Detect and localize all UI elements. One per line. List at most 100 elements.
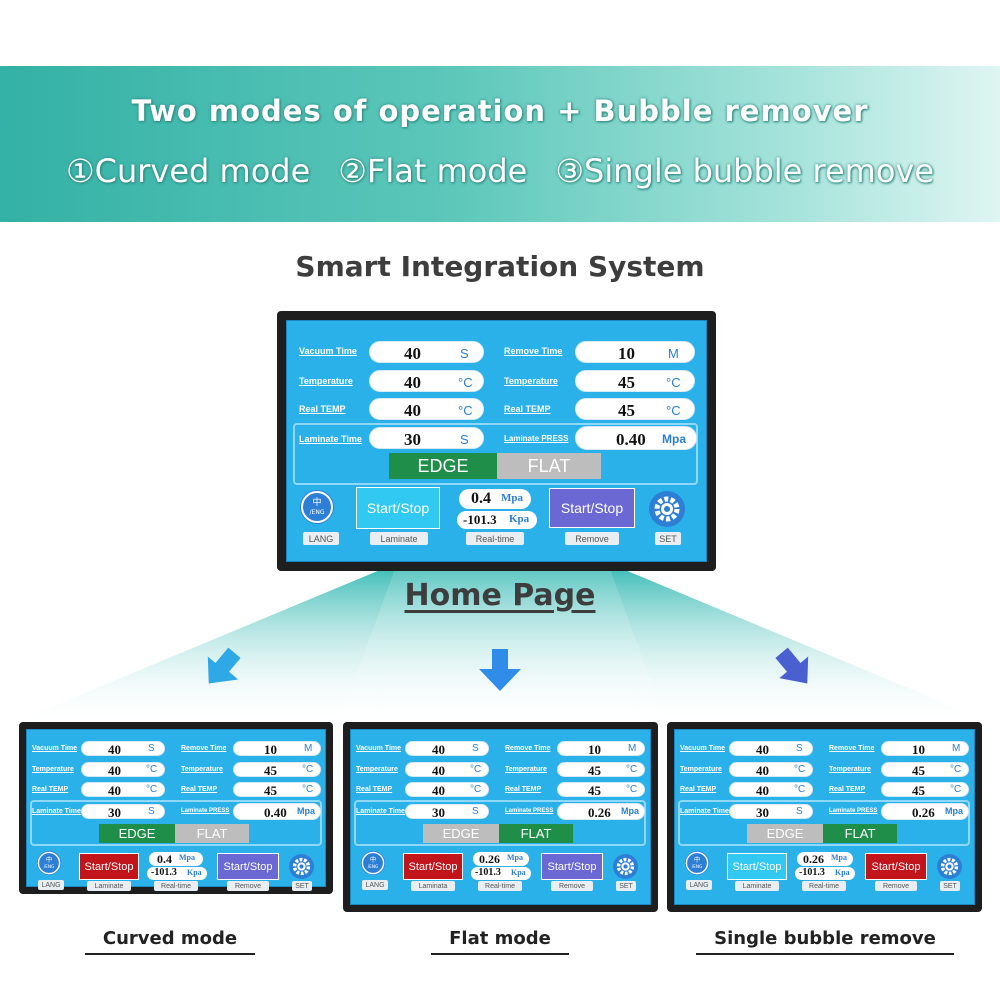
single-panel: Vacuum Time 40 S Remove Time 10 M Temper… — [674, 729, 975, 905]
real-temp-field: 40 °C — [405, 782, 489, 798]
laminate-caption: Laminate — [735, 881, 779, 891]
laminate-group — [293, 423, 698, 485]
real-temp-field: 40 °C — [369, 398, 484, 420]
laminate-press-field[interactable]: 0.40 Mpa — [575, 426, 697, 450]
vacuum-time-field[interactable]: 40 S — [81, 741, 165, 757]
laminate-time-label: Laminate Time — [680, 808, 729, 815]
realtime-press-field: 0.26 Mpa — [473, 852, 529, 866]
edge-option[interactable]: EDGE — [389, 453, 497, 479]
temperature-field[interactable]: 40 °C — [729, 762, 813, 778]
remove-time-field[interactable]: 10 M — [233, 741, 321, 757]
remove-start-stop-button[interactable]: Start/Stop — [541, 853, 603, 880]
laminate-start-stop-button[interactable]: Start/Stop — [356, 487, 440, 529]
remove-time-field[interactable]: 10 M — [557, 741, 645, 757]
vacuum-time-field[interactable]: 40 S — [369, 341, 484, 363]
realtime-vacuum-field: -101.3 Kpa — [795, 867, 855, 880]
realtime-press-field: 0.26 Mpa — [797, 852, 853, 866]
real-temp-field: 40 °C — [81, 782, 165, 798]
laminate-press-field[interactable]: 0.26 Mpa — [881, 803, 969, 820]
edge-flat-toggle[interactable]: EDGE FLAT — [423, 824, 573, 843]
edge-flat-toggle[interactable]: EDGE FLAT — [99, 824, 249, 843]
vacuum-time-label: Vacuum Time — [32, 745, 78, 752]
svg-text:中: 中 — [370, 855, 376, 864]
remove-start-stop-button[interactable]: Start/Stop — [549, 488, 635, 528]
lang-caption: LANG — [686, 880, 712, 890]
laminate-group — [30, 800, 322, 846]
flat-option[interactable]: FLAT — [823, 824, 897, 843]
temperature-label: Temperature — [299, 376, 353, 386]
realtime-caption: Real-time — [466, 532, 524, 545]
edge-option[interactable]: EDGE — [423, 824, 499, 843]
remove-caption: Remove — [565, 532, 619, 545]
laminate-time-field[interactable]: 30 S — [405, 804, 489, 820]
real-temp-label: Real TEMP — [32, 786, 69, 793]
remove-start-stop-button[interactable]: Start/Stop — [865, 853, 927, 880]
svg-text:中: 中 — [694, 855, 700, 864]
gear-icon[interactable] — [649, 491, 685, 527]
real-temp-right-field: 45 °C — [233, 782, 321, 798]
temperature-right-field[interactable]: 45 °C — [881, 762, 969, 778]
banner-mode-flat: ②Flat mode — [338, 152, 528, 190]
realtime-vacuum-field: -101.3 Kpa — [457, 511, 537, 529]
temperature-right-field[interactable]: 45 °C — [557, 762, 645, 778]
language-switch-icon[interactable]: 中/ENG — [37, 851, 61, 875]
laminate-time-label: Laminate Time — [356, 808, 405, 815]
language-switch-icon[interactable]: 中/ENG — [361, 851, 385, 875]
gear-icon[interactable] — [613, 854, 638, 879]
set-caption: SET — [292, 881, 312, 891]
real-temp-right-label: Real TEMP — [829, 786, 866, 793]
temperature-label: Temperature — [32, 766, 74, 773]
vacuum-time-label: Vacuum Time — [680, 745, 726, 752]
flat-option[interactable]: FLAT — [499, 824, 573, 843]
real-temp-field: 40 °C — [729, 782, 813, 798]
realtime-vacuum-field: -101.3 Kpa — [147, 867, 207, 880]
laminate-start-stop-button[interactable]: Start/Stop — [727, 853, 787, 880]
section-title: Smart Integration System — [295, 250, 705, 283]
remove-caption: Remove — [227, 881, 269, 891]
real-temp-label: Real TEMP — [356, 786, 393, 793]
laminate-start-stop-button[interactable]: Start/Stop — [403, 853, 463, 880]
real-temp-right-label: Real TEMP — [505, 786, 542, 793]
laminate-group — [678, 800, 970, 846]
remove-time-field[interactable]: 10 M — [881, 741, 969, 757]
remove-start-stop-button[interactable]: Start/Stop — [217, 853, 279, 880]
laminate-press-field[interactable]: 0.40 Mpa — [233, 803, 321, 820]
temperature-right-label: Temperature — [505, 766, 547, 773]
set-caption: SET — [616, 881, 636, 891]
gear-icon[interactable] — [289, 854, 314, 879]
laminate-time-field[interactable]: 30 S — [369, 427, 484, 449]
vacuum-time-field[interactable]: 40 S — [729, 741, 813, 757]
edge-option[interactable]: EDGE — [747, 824, 823, 843]
realtime-press-field: 0.4 Mpa — [459, 489, 531, 509]
temperature-right-field[interactable]: 45 °C — [233, 762, 321, 778]
remove-time-field[interactable]: 10 M — [575, 341, 695, 363]
edge-flat-toggle[interactable]: EDGE FLAT — [389, 453, 601, 479]
flat-option[interactable]: FLAT — [497, 453, 601, 479]
temperature-field[interactable]: 40 °C — [405, 762, 489, 778]
vacuum-time-field[interactable]: 40 S — [405, 741, 489, 757]
laminate-time-field[interactable]: 30 S — [729, 804, 813, 820]
svg-text:/ENG: /ENG — [692, 864, 703, 869]
temperature-field[interactable]: 40 °C — [81, 762, 165, 778]
laminate-caption: Laminate — [370, 532, 428, 545]
remove-time-label: Remove Time — [504, 346, 563, 356]
vacuum-time-label: Vacuum Time — [356, 745, 402, 752]
svg-text:中: 中 — [312, 496, 321, 508]
laminate-press-field[interactable]: 0.26 Mpa — [557, 803, 645, 820]
home-page-label: Home Page — [404, 578, 596, 613]
temperature-field[interactable]: 40 °C — [369, 370, 484, 392]
language-switch-icon[interactable]: 中/ENG — [685, 851, 709, 875]
single-bubble-screen: Vacuum Time 40 S Remove Time 10 M Temper… — [667, 722, 982, 912]
laminate-caption: Laminate — [87, 881, 131, 891]
real-temp-label: Real TEMP — [680, 786, 717, 793]
flat-option[interactable]: FLAT — [175, 824, 249, 843]
language-switch-icon[interactable]: 中/ENG — [300, 490, 334, 524]
gear-icon[interactable] — [937, 854, 962, 879]
edge-option[interactable]: EDGE — [99, 824, 175, 843]
laminate-time-field[interactable]: 30 S — [81, 804, 165, 820]
real-temp-label: Real TEMP — [299, 404, 346, 414]
edge-flat-toggle[interactable]: EDGE FLAT — [747, 824, 897, 843]
laminate-press-label: Laminate PRESS — [829, 808, 878, 814]
laminate-start-stop-button[interactable]: Start/Stop — [79, 853, 139, 880]
temperature-right-field[interactable]: 45 °C — [575, 370, 695, 392]
